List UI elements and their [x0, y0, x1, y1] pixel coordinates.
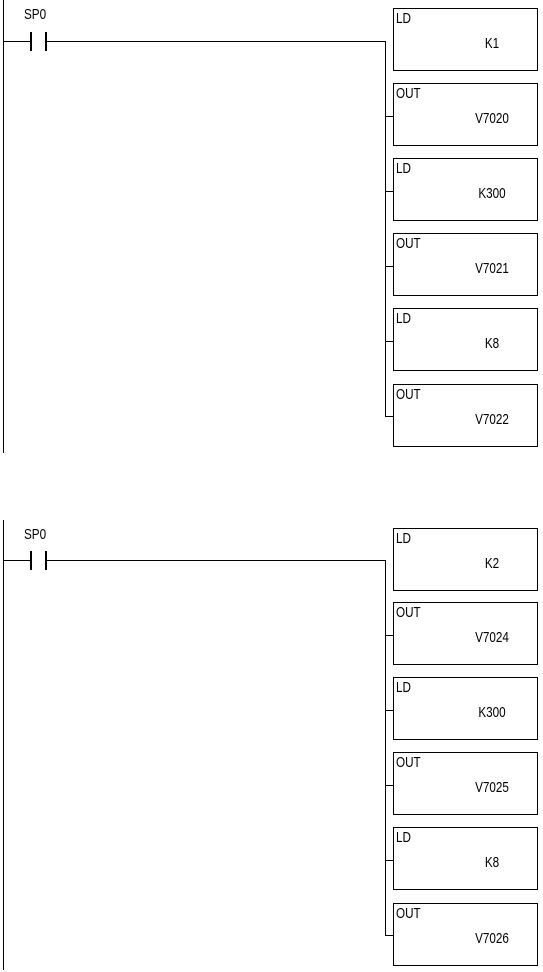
ladder-rung-2: SP0 LD K2 OUT V7024 LD K300 OUT V7025 LD… — [0, 520, 543, 972]
instruction-arg: K8 — [484, 854, 500, 871]
bus-tick — [385, 635, 393, 636]
instruction-box[interactable]: LD K1 — [393, 8, 538, 71]
instruction-arg: K8 — [484, 335, 500, 352]
instruction-op: LD — [396, 679, 411, 696]
ladder-rung-1: SP0 LD K1 OUT V7020 LD K300 OUT V7021 LD… — [0, 0, 543, 455]
instruction-op: LD — [396, 160, 411, 177]
bus-tick — [385, 785, 393, 786]
rung-wire-left — [3, 41, 30, 42]
rung-wire-main — [47, 41, 386, 42]
instruction-arg: V7026 — [475, 930, 509, 947]
instruction-arg: K300 — [478, 185, 506, 202]
bus-tick — [385, 191, 393, 192]
left-power-rail — [3, 520, 4, 970]
bus-tick — [385, 935, 393, 936]
instruction-op: OUT — [396, 235, 421, 252]
instruction-op: LD — [396, 829, 411, 846]
contact-bar-right[interactable] — [45, 551, 47, 570]
instruction-arg: K300 — [478, 704, 506, 721]
instruction-op: LD — [396, 530, 411, 547]
instruction-box[interactable]: LD K300 — [393, 158, 538, 221]
output-bus — [385, 41, 386, 417]
bus-tick — [385, 860, 393, 861]
bus-tick — [385, 341, 393, 342]
instruction-op: OUT — [396, 905, 421, 922]
instruction-arg: V7025 — [475, 779, 509, 796]
bus-tick — [385, 116, 393, 117]
instruction-box[interactable]: LD K300 — [393, 677, 538, 740]
instruction-box[interactable]: OUT V7022 — [393, 384, 538, 447]
instruction-arg: V7021 — [475, 260, 509, 277]
contact-bar-left[interactable] — [30, 32, 32, 51]
instruction-arg: V7024 — [475, 629, 509, 646]
contact-label: SP0 — [24, 6, 47, 23]
bus-tick — [385, 266, 393, 267]
instruction-box[interactable]: OUT V7026 — [393, 903, 538, 966]
left-power-rail — [3, 0, 4, 453]
instruction-arg: K2 — [484, 555, 500, 572]
output-bus — [385, 560, 386, 936]
contact-bar-right[interactable] — [45, 32, 47, 51]
bus-tick — [385, 416, 393, 417]
instruction-op: OUT — [396, 604, 421, 621]
instruction-box[interactable]: OUT V7024 — [393, 602, 538, 665]
instruction-box[interactable]: OUT V7020 — [393, 83, 538, 146]
instruction-box[interactable]: LD K8 — [393, 827, 538, 890]
rung-wire-left — [3, 560, 30, 561]
contact-bar-left[interactable] — [30, 551, 32, 570]
instruction-box[interactable]: LD K8 — [393, 308, 538, 371]
instruction-box[interactable]: LD K2 — [393, 528, 538, 591]
instruction-op: OUT — [396, 85, 421, 102]
instruction-op: OUT — [396, 754, 421, 771]
instruction-arg: K1 — [484, 35, 500, 52]
instruction-op: LD — [396, 310, 411, 327]
instruction-op: OUT — [396, 386, 421, 403]
instruction-box[interactable]: OUT V7021 — [393, 233, 538, 296]
rung-wire-main — [47, 560, 386, 561]
instruction-arg: V7022 — [475, 411, 509, 428]
instruction-arg: V7020 — [475, 110, 509, 127]
instruction-op: LD — [396, 10, 411, 27]
instruction-box[interactable]: OUT V7025 — [393, 752, 538, 815]
contact-label: SP0 — [24, 526, 47, 543]
bus-tick — [385, 710, 393, 711]
